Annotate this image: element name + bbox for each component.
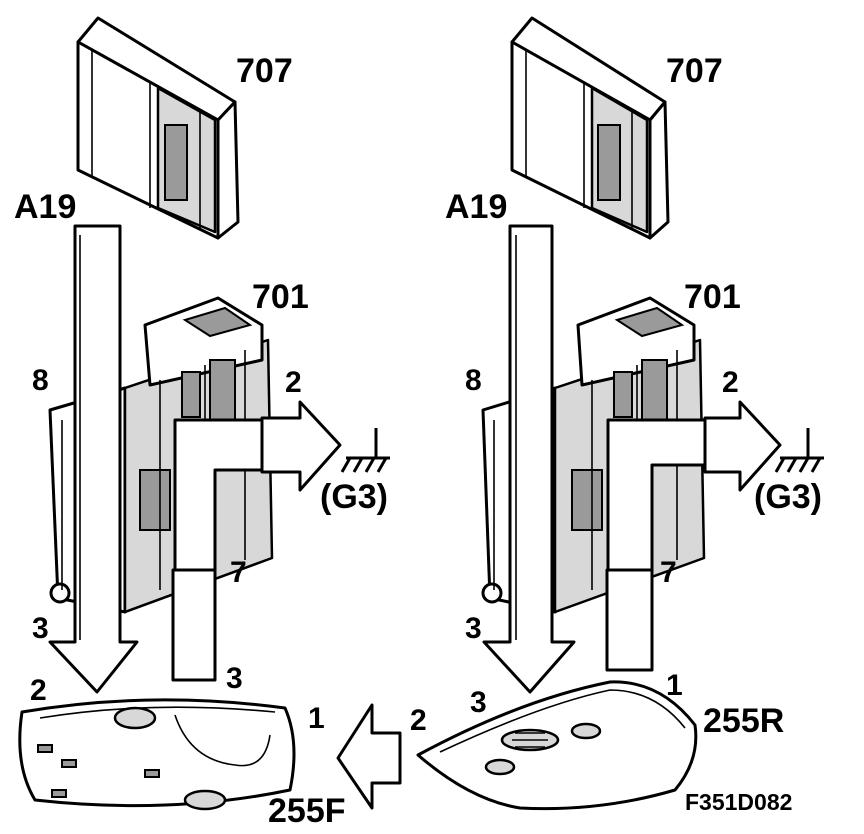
label-ground-g3-right: (G3) [754, 478, 822, 516]
lamp-255f [18, 698, 296, 811]
ground-symbol-icon-right [774, 428, 824, 473]
label-707-left: 707 [236, 52, 293, 90]
horizontal-arrow [336, 703, 402, 810]
label-701-left: 701 [252, 278, 309, 316]
label-ground-g3-left: (G3) [320, 478, 388, 516]
label-lamp-pin-3-right: 3 [470, 686, 487, 719]
label-pin-8-right: 8 [465, 364, 482, 397]
label-pin-8-left: 8 [32, 364, 49, 397]
path-7-to-3 [171, 418, 274, 682]
right-assembly [416, 16, 824, 811]
ground-arrow-right [703, 400, 782, 492]
ground-arrow [260, 400, 342, 492]
label-pin-3-a19-right: 3 [465, 612, 482, 645]
control-module-707-right [510, 16, 670, 240]
label-pin-2-ground-right: 2 [722, 366, 739, 399]
label-pin-7-right: 7 [660, 556, 677, 589]
label-pin-1-path-right: 1 [666, 669, 683, 702]
label-a19-right: A19 [445, 188, 507, 226]
path-7-to-1 [605, 418, 707, 672]
connector-a19-path [48, 224, 139, 694]
control-module-707 [76, 16, 240, 240]
label-pin-3-path-left: 3 [226, 662, 243, 695]
label-707-right: 707 [666, 52, 723, 90]
label-701-right: 701 [684, 278, 741, 316]
label-pin-3-a19-left: 3 [32, 612, 49, 645]
label-pin-7-left: 7 [230, 556, 247, 589]
label-lamp-pin-1-left: 1 [308, 702, 325, 735]
label-255f: 255F [268, 792, 346, 830]
ground-symbol-icon [340, 428, 390, 473]
label-a19-left: A19 [14, 188, 76, 226]
left-assembly [18, 16, 402, 811]
connector-a19-path-right [482, 224, 576, 694]
label-lamp-pin-2-right: 2 [410, 704, 427, 737]
figure-code: F351D082 [685, 789, 792, 815]
label-pin-2-ground-left: 2 [285, 366, 302, 399]
label-lamp-pin-2-left: 2 [30, 674, 47, 707]
lamp-255r [416, 680, 698, 811]
label-255r: 255R [703, 702, 784, 740]
